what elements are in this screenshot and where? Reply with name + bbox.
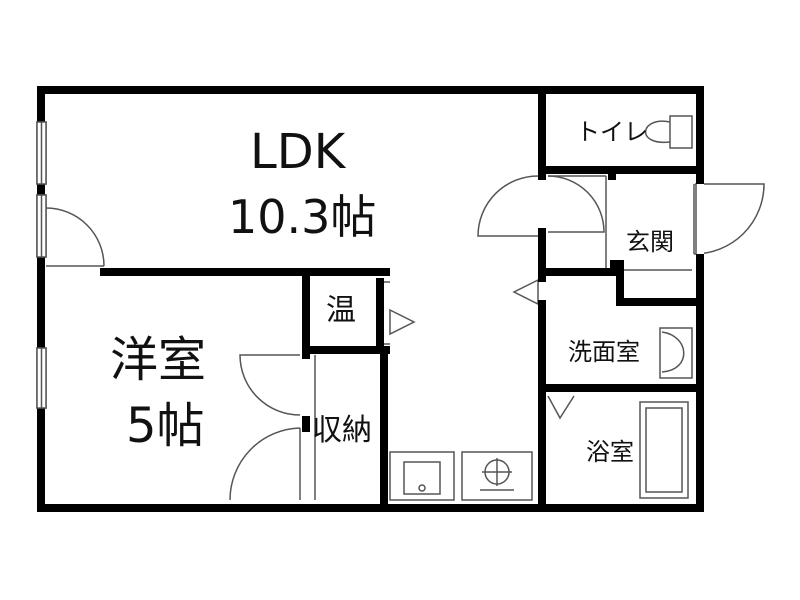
window-frames [36, 121, 47, 409]
toilet-label: トイレ [576, 118, 648, 146]
western-room-size: 5帖 [126, 398, 205, 454]
entrance-label: 玄関 [626, 228, 674, 256]
front-door-gap [696, 184, 704, 254]
ldk-name: LDK [250, 124, 346, 180]
ldk-size: 10.3帖 [228, 190, 377, 244]
washroom-label: 洗面室 [568, 338, 640, 366]
storage-label: 収納 [312, 413, 372, 448]
water-heater-label: 温 [326, 293, 356, 328]
western-room-name: 洋室 [110, 332, 207, 388]
bathroom-label: 浴室 [586, 438, 634, 466]
